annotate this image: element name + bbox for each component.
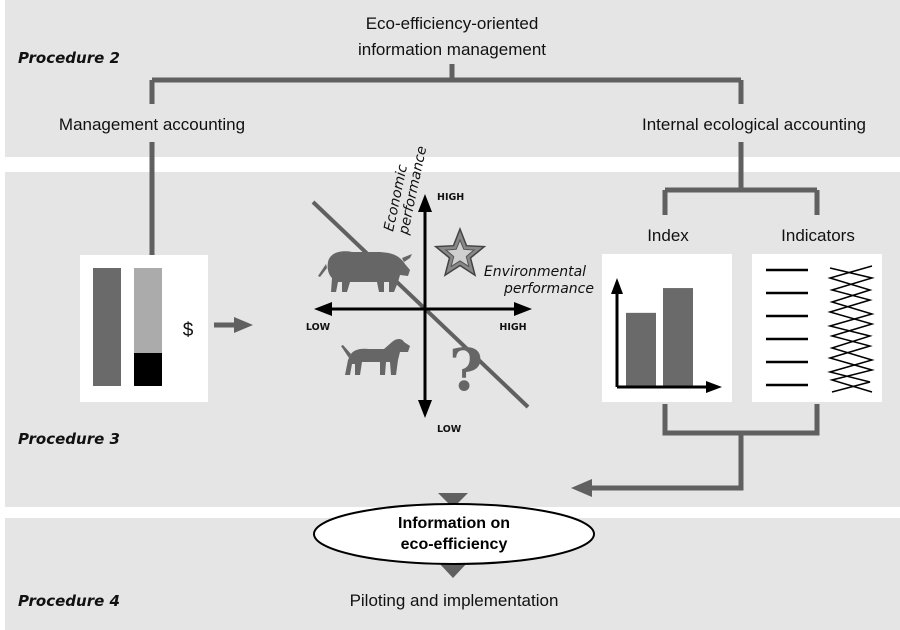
environmental-performance-line-1: Environmental bbox=[484, 264, 586, 280]
arrow-right bbox=[514, 302, 532, 316]
oval-line-1: Information on bbox=[398, 515, 510, 532]
right-bracket bbox=[662, 142, 820, 215]
arrow-down-from-oval bbox=[438, 562, 468, 578]
index-chart bbox=[611, 278, 722, 393]
lower-bracket bbox=[590, 404, 820, 491]
arrow-head-to-matrix bbox=[234, 317, 253, 333]
high-top-label: HIGH bbox=[437, 192, 464, 203]
diagonal-line bbox=[311, 200, 530, 409]
arrow-to-oval bbox=[571, 479, 592, 497]
index-chart-y-arrow bbox=[611, 278, 623, 294]
procedure-4-label: Procedure 4 bbox=[18, 592, 120, 610]
dollar-sign: $ bbox=[183, 320, 194, 341]
arrow-down bbox=[418, 400, 432, 418]
procedure-3-label: Procedure 3 bbox=[18, 430, 120, 448]
arrow-left bbox=[314, 302, 332, 316]
index-bar-2 bbox=[663, 288, 693, 386]
piloting-label: Piloting and implementation bbox=[350, 591, 559, 610]
internal-ecological-accounting-label: Internal ecological accounting bbox=[642, 115, 866, 134]
index-bar-1 bbox=[626, 312, 656, 386]
indicator-zigzag bbox=[827, 265, 875, 393]
star-icon bbox=[433, 226, 487, 277]
indicator-lines bbox=[766, 268, 808, 387]
title-line-1: Eco-efficiency-oriented bbox=[366, 14, 539, 33]
procedure-2-label: Procedure 2 bbox=[18, 49, 120, 67]
indicators-label: Indicators bbox=[781, 226, 855, 245]
arrow-up bbox=[418, 194, 432, 212]
light-bar bbox=[134, 268, 162, 353]
oval-line-2: eco-efficiency bbox=[401, 536, 508, 553]
black-bar-segment bbox=[134, 353, 162, 386]
index-label: Index bbox=[647, 226, 689, 245]
environmental-performance-line-2: performance bbox=[503, 281, 594, 297]
dark-bar bbox=[93, 268, 121, 386]
information-oval bbox=[313, 503, 595, 565]
buffalo-icon bbox=[318, 251, 412, 292]
low-left-label: LOW bbox=[306, 322, 331, 333]
index-chart-x-arrow bbox=[706, 381, 722, 393]
dog-icon bbox=[341, 339, 410, 375]
management-accounting-label: Management accounting bbox=[59, 115, 245, 134]
arrow-down-into-oval bbox=[438, 493, 468, 508]
question-icon: ? bbox=[449, 336, 483, 404]
title-line-2: information management bbox=[358, 40, 546, 59]
high-right-label: HIGH bbox=[499, 322, 526, 333]
low-bottom-label: LOW bbox=[437, 424, 462, 435]
top-bracket bbox=[149, 64, 744, 104]
performance-matrix: HIGH LOW LOW HIGH Economic performance E… bbox=[306, 145, 594, 435]
